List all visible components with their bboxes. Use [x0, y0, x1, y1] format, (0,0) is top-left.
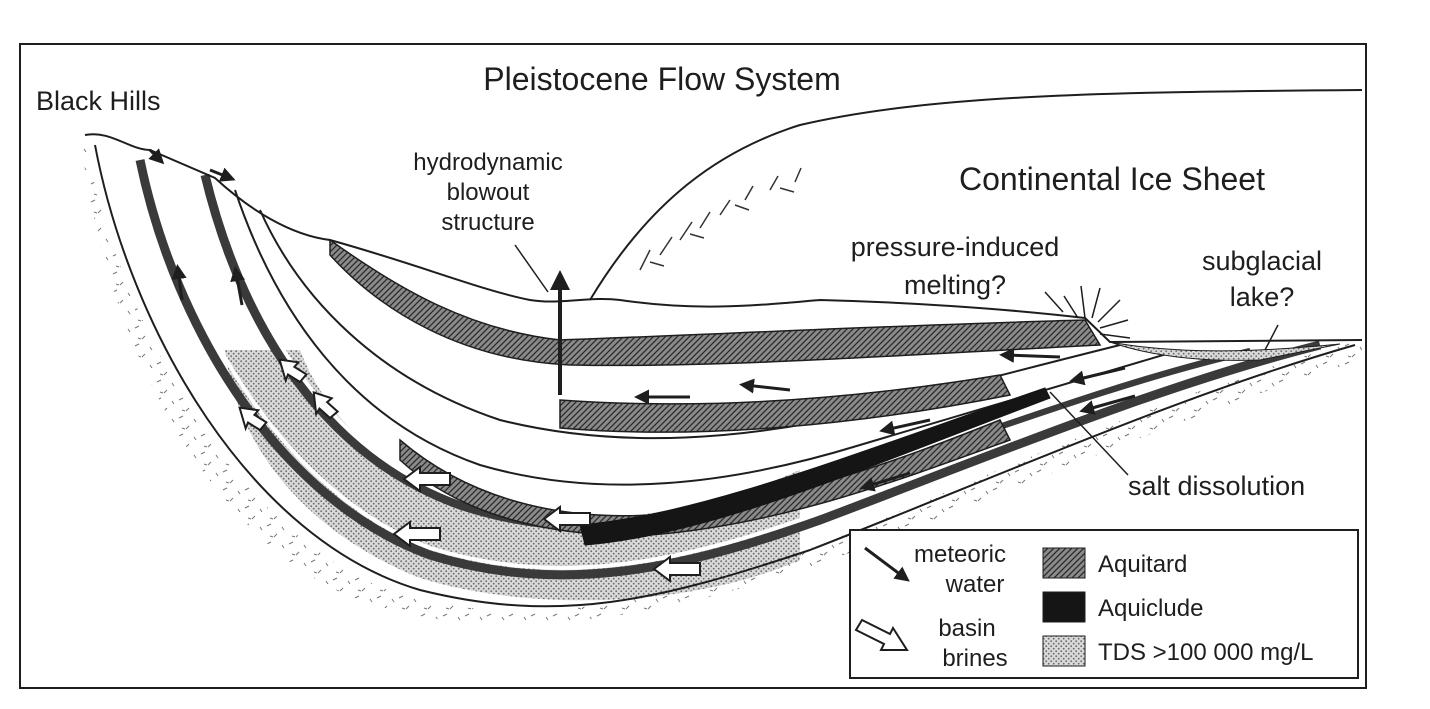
aquitard-upper: [329, 238, 1102, 367]
aquiclude-salt: [579, 387, 1051, 546]
aquitard-middle: [559, 374, 1012, 433]
blowout-label-1: hydrodynamic: [413, 149, 562, 176]
legend: meteoric water basin brines Aquitard Aqu…: [849, 529, 1359, 679]
tds-swatch: [1042, 635, 1086, 667]
diagram-title: Pleistocene Flow System: [483, 61, 840, 97]
melting-label-1: pressure-induced: [851, 232, 1060, 262]
legend-box: [849, 529, 1359, 679]
figure-frame: [19, 43, 1367, 689]
leader-lines: [514, 244, 1279, 476]
legend-brines-1: basin: [938, 615, 995, 642]
brine-arrows: [238, 358, 701, 583]
legend-meteoric-1: meteoric: [914, 541, 1006, 568]
legend-aquiclude: Aquiclude: [1098, 595, 1203, 622]
legend-meteoric-2: water: [945, 571, 1005, 598]
tds-zone: [225, 350, 800, 601]
lake-label-1: subglacial: [1202, 246, 1322, 276]
land-surface: [84, 133, 1363, 344]
melting-burst-icon: [1063, 285, 1131, 339]
meteoric-water-icon: [864, 546, 910, 582]
basin-brines-icon: [854, 618, 909, 651]
legend-aquitard: Aquitard: [1098, 551, 1187, 578]
legend-tds: TDS >100 000 mg/L: [1098, 639, 1313, 666]
lake-label-2: lake?: [1230, 282, 1295, 312]
aquiclude-swatch: [1042, 591, 1086, 623]
melting-label-2: melting?: [904, 270, 1006, 300]
ice-sheet: [589, 89, 1363, 301]
aquitard-swatch: [1042, 547, 1086, 579]
legend-brines-2: brines: [942, 645, 1007, 672]
ice-sheet-label: Continental Ice Sheet: [959, 161, 1265, 197]
subglacial-lake: [1109, 341, 1341, 361]
blowout-label-3: structure: [441, 209, 534, 236]
ice-crevasses: [639, 167, 802, 271]
meteoric-arrows: [148, 148, 1136, 492]
salt-dissolution-label: salt dissolution: [1128, 471, 1305, 501]
blowout-label-2: blowout: [447, 179, 530, 206]
black-hills-label: Black Hills: [36, 86, 161, 116]
